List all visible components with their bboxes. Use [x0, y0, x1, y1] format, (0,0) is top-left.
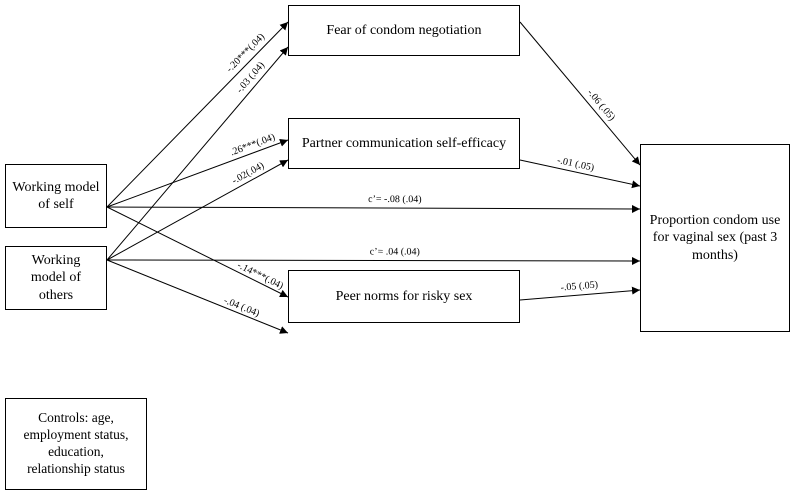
others-label-line3: others: [38, 287, 74, 303]
coefficient-label-peer-outcome: -.05 (.05): [560, 279, 598, 293]
others-label-line1: Working: [31, 252, 81, 268]
arrow-fear-outcome: [519, 21, 641, 166]
self-label-line2: of self: [38, 197, 74, 212]
controls-box: Controls: age, employment status, educat…: [5, 398, 147, 490]
fear-of-condom-negotiation-node: Fear of condom negotiation: [288, 5, 520, 56]
peer-label: Peer norms for risky sex: [335, 288, 473, 304]
arrow-others-partner: [106, 159, 289, 261]
outcome-label-line3: months): [692, 247, 738, 263]
coefficient-label-others-outcome: c’= .04 (.04): [370, 246, 420, 257]
outcome-label-line1: Proportion condom use: [649, 212, 781, 228]
self-label-line1: Working model: [12, 179, 100, 195]
peer-norms-node: Peer norms for risky sex: [288, 270, 520, 323]
coefficient-label-others-partner: -.02(.04): [230, 160, 266, 187]
working-model-self-node: Working model of self: [5, 164, 107, 228]
others-label-line2: model of: [30, 270, 82, 286]
arrow-self-partner: [106, 139, 289, 208]
coefficient-label-others-peer: -.04 (.04): [222, 295, 261, 319]
arrow-partner-outcome: [519, 159, 641, 189]
controls-line2: employment status,: [23, 427, 129, 443]
partner-communication-node: Partner communication self-efficacy: [288, 118, 520, 169]
fear-label: Fear of condom negotiation: [326, 22, 482, 38]
condom-use-outcome-node: Proportion condom use for vaginal sex (p…: [640, 144, 790, 332]
arrow-others-fear: [106, 46, 289, 261]
coefficient-label-self-peer: -.14***(.04): [235, 260, 285, 292]
arrow-others-outcome: [106, 256, 641, 265]
coefficient-label-self-outcome: c’= -.08 (.04): [368, 194, 421, 205]
coefficient-label-self-partner: .26***(.04): [229, 132, 277, 159]
arrow-self-peer: [106, 206, 289, 298]
controls-line4: relationship status: [27, 460, 125, 476]
arrow-peer-outcome: [519, 286, 641, 301]
working-model-others-node: Working model of others: [5, 246, 107, 310]
outcome-label-line2: for vaginal sex (past 3: [652, 230, 778, 246]
coefficient-label-partner-outcome: -.01 (.05): [556, 155, 595, 174]
partner-label: Partner communication self-efficacy: [301, 135, 507, 151]
arrow-self-fear: [106, 21, 289, 208]
arrow-self-outcome: [106, 204, 641, 213]
arrow-others-peer: [106, 259, 289, 334]
controls-line1: Controls: age,: [38, 410, 114, 426]
controls-line3: education,: [48, 444, 104, 459]
